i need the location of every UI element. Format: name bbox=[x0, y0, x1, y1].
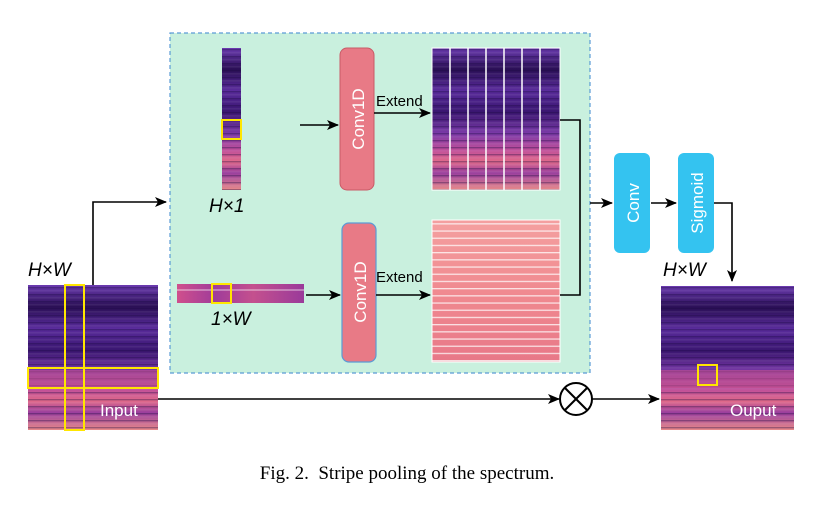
figure-caption: Fig. 2. Stripe pooling of the spectrum. bbox=[259, 463, 555, 484]
extend-top-label: Extend bbox=[376, 93, 423, 110]
merge-line-top bbox=[560, 119, 581, 296]
vertical-strip-highlight bbox=[221, 119, 242, 140]
input-column-highlight bbox=[64, 284, 85, 431]
horizontal-strip-label: 1×W bbox=[211, 309, 253, 330]
horizontal-strip bbox=[177, 283, 304, 304]
extended-top-map bbox=[431, 47, 561, 191]
vertical-strip bbox=[221, 48, 242, 190]
output-spectrum bbox=[661, 286, 794, 430]
sigmoid-label: Sigmoid bbox=[688, 172, 707, 233]
conv1d-top-label: Conv1D bbox=[349, 88, 368, 149]
input-dim-label: H×W bbox=[28, 260, 73, 281]
conv-block: Conv bbox=[614, 153, 650, 253]
multiply-node bbox=[559, 382, 593, 416]
input-spectrum bbox=[27, 284, 159, 431]
output-highlight bbox=[697, 364, 718, 386]
arrow-sigmoid-to-output bbox=[714, 202, 737, 282]
extend-bottom-label: Extend bbox=[376, 269, 423, 286]
conv-label: Conv bbox=[624, 183, 643, 223]
conv1d-bottom-block: Conv1D bbox=[341, 222, 377, 363]
arrow-input-to-panel bbox=[92, 197, 167, 285]
conv1d-top-block: Conv1D bbox=[339, 47, 375, 191]
sigmoid-block: Sigmoid bbox=[678, 153, 714, 253]
conv1d-bottom-label: Conv1D bbox=[351, 261, 370, 322]
extended-bottom-map bbox=[431, 219, 561, 363]
horizontal-strip-highlight bbox=[211, 283, 232, 304]
input-label: Input bbox=[100, 401, 138, 420]
output-dim-label: H×W bbox=[663, 260, 708, 281]
output-label: Ouput bbox=[730, 401, 777, 420]
vertical-strip-label: H×1 bbox=[209, 196, 244, 217]
input-row-highlight bbox=[27, 367, 159, 389]
